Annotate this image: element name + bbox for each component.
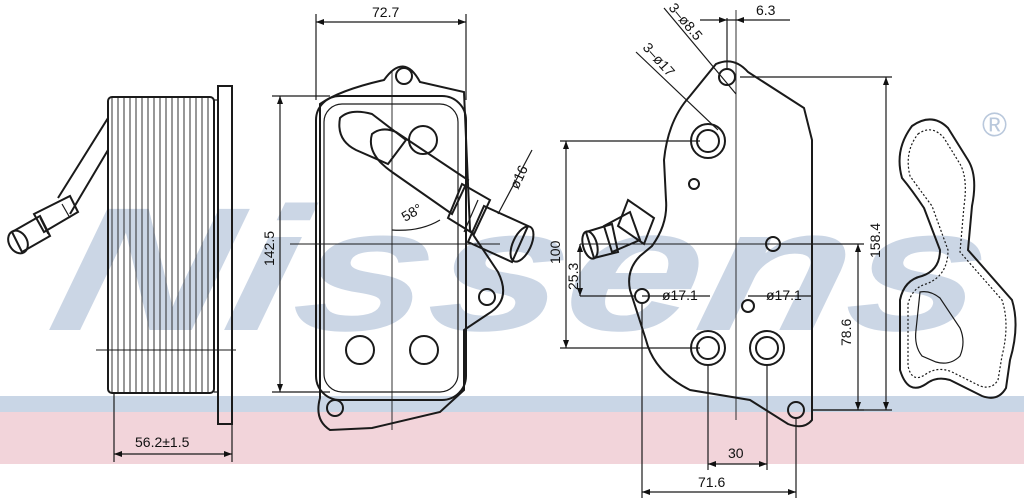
side-pipe-end xyxy=(7,229,29,255)
watermark: Nissens xyxy=(37,171,1009,368)
front-view: 58° ø16 72.7 142.5 xyxy=(261,4,535,432)
port-spacing-h-label: 30 xyxy=(728,445,744,461)
fins xyxy=(111,97,209,393)
side-pipe xyxy=(57,117,109,215)
rear-pipe-end xyxy=(581,230,599,260)
front-core-inner xyxy=(323,103,459,393)
front-bolt-hole-right xyxy=(478,288,496,306)
gasket-inner xyxy=(907,129,1007,388)
front-bolt-hole-top xyxy=(395,67,413,85)
overall-height-label: 158.4 xyxy=(867,223,883,258)
port-right-label: ø17.1 xyxy=(766,287,802,303)
side-view: 56.2±1.5 xyxy=(7,85,236,462)
front-port-bottom-right xyxy=(409,335,439,365)
offset-253-label: 25.3 xyxy=(565,263,581,290)
gasket xyxy=(898,118,1017,399)
fin-stack xyxy=(107,96,215,394)
overall-width-label: 71.6 xyxy=(698,474,725,490)
background-bands xyxy=(0,396,1024,464)
front-core-outer xyxy=(315,95,467,401)
blue-band xyxy=(0,396,1024,412)
height-label: 142.5 xyxy=(261,231,277,266)
registered-mark: ® xyxy=(982,106,1007,144)
watermark-text: Nissens xyxy=(37,171,1009,368)
bolt-holes-small-label: 3–ø8.5 xyxy=(666,0,706,43)
gasket-outer xyxy=(898,118,1017,399)
depth-label: 56.2±1.5 xyxy=(135,434,190,450)
rear-plate xyxy=(628,60,813,428)
front-port-bottom-left xyxy=(345,335,375,365)
front-elbow-pipe xyxy=(338,110,408,166)
front-bolt-hole-bottom xyxy=(326,399,344,417)
port-left-label: ø17.1 xyxy=(662,287,698,303)
offset-63-label: 6.3 xyxy=(756,2,776,18)
side-flange xyxy=(217,85,233,425)
front-pipe-end xyxy=(509,225,535,263)
pink-band xyxy=(0,412,1024,464)
port-spacing-v-label: 100 xyxy=(547,240,563,264)
height-lower-label: 78.6 xyxy=(838,319,854,346)
width-label: 72.7 xyxy=(372,4,399,20)
